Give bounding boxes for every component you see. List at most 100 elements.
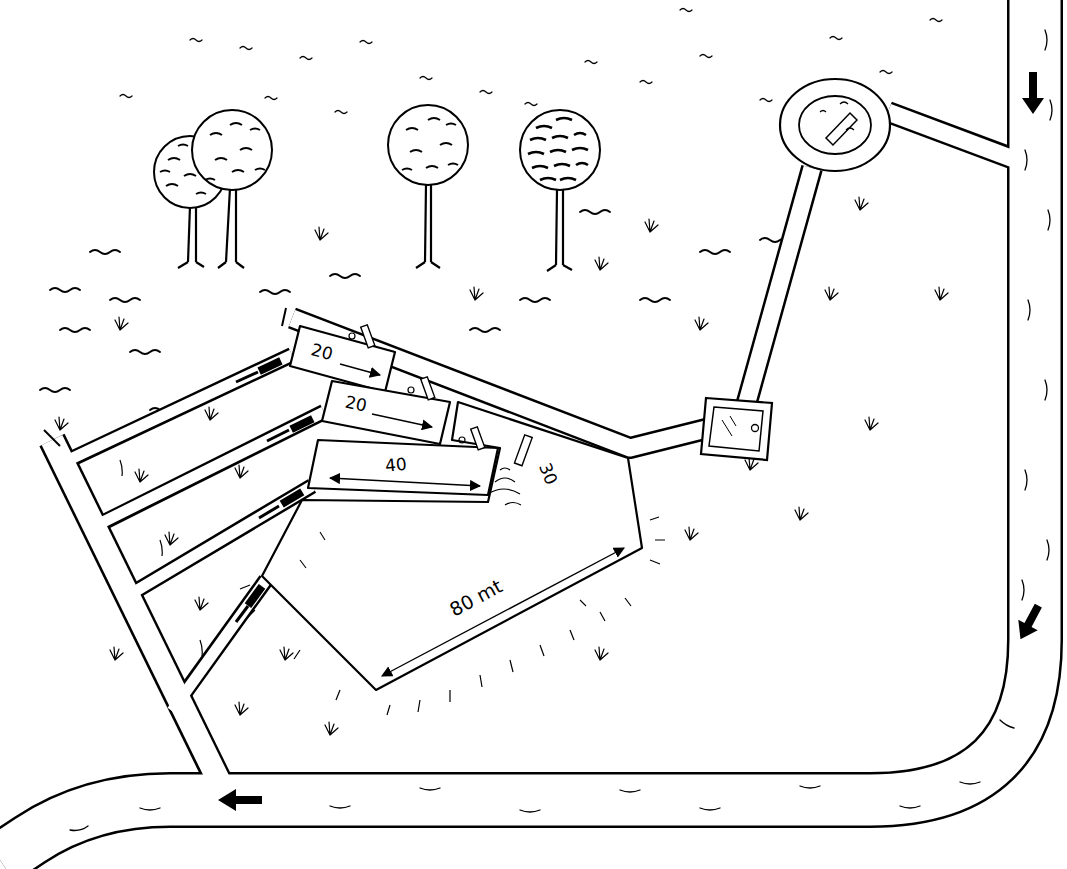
- grass-tuft: [855, 197, 868, 210]
- tree-canopy: [520, 110, 600, 190]
- supply-canal-end: [282, 308, 286, 326]
- inlet-pipe: [361, 325, 375, 348]
- sluice-valve: [752, 425, 759, 432]
- grass-dash: [640, 298, 670, 302]
- grass-tuft: [205, 407, 218, 420]
- pond-outline: [308, 440, 498, 495]
- sky-mark: [240, 47, 252, 50]
- sky-mark: [700, 55, 712, 58]
- pond: 20: [322, 381, 450, 444]
- pond-shape: [322, 381, 454, 448]
- settling-well-inner: [799, 96, 871, 154]
- grass-dash: [580, 210, 610, 214]
- grass-dash: [90, 250, 120, 254]
- water-ripple: [300, 532, 586, 606]
- pond-outline: [322, 381, 450, 444]
- grass-tuft: [470, 287, 483, 300]
- grass-tuft: [865, 417, 878, 430]
- intake-channel-water: [888, 112, 1040, 169]
- grass-tuft: [595, 257, 608, 270]
- sky-mark: [760, 99, 772, 102]
- sky-mark: [420, 77, 432, 80]
- grass-tuft: [235, 465, 248, 478]
- tree-canopy: [388, 105, 468, 185]
- pond-shape: [262, 402, 646, 694]
- canopy-scribble: [402, 118, 458, 170]
- inlet-valve: [408, 387, 414, 393]
- outlet-pipe: [289, 415, 314, 433]
- sluice-box-inner: [709, 407, 763, 451]
- grass-dash: [470, 328, 500, 332]
- pond-outline: [262, 402, 642, 690]
- sky-mark: [830, 37, 842, 40]
- sky-mark: [525, 103, 537, 106]
- inlet-valve: [459, 437, 465, 443]
- grass-dash: [700, 250, 730, 254]
- sky-mark: [335, 111, 347, 114]
- canopy-scribble: [528, 118, 588, 180]
- flow-arrow: [218, 789, 262, 811]
- grass-dash: [130, 350, 160, 354]
- grass-dash: [110, 298, 140, 302]
- grass-tuft: [165, 532, 178, 545]
- river-water: [0, 0, 1035, 860]
- inlet-pipe: [421, 377, 435, 400]
- outlet-pipe: [257, 357, 282, 374]
- grass-dash: [50, 288, 80, 292]
- grass-tuft: [595, 647, 608, 660]
- grass-tuft: [315, 227, 328, 240]
- grass-dash: [40, 388, 70, 392]
- canopy-scribble: [205, 123, 265, 180]
- flow-arrow: [1022, 72, 1044, 114]
- pond: 40: [308, 440, 498, 495]
- grass-tuft: [55, 417, 68, 430]
- grass-dash: [330, 274, 360, 278]
- grass-tuft: [115, 317, 128, 330]
- water-ripple: [488, 468, 521, 505]
- dimension-arrow: [382, 548, 624, 676]
- grass-tuft: [325, 722, 338, 735]
- dimension-arrow: [330, 478, 480, 486]
- grass-tuft: [195, 597, 208, 610]
- grass-tuft: [235, 702, 248, 715]
- settling-well-outer: [780, 79, 890, 171]
- grass-tuft: [795, 507, 808, 520]
- sky-mark: [585, 61, 597, 64]
- sluice-box-outer: [701, 398, 772, 460]
- water-wave: [722, 416, 736, 436]
- grass-tuft: [135, 469, 148, 482]
- sky-mark: [930, 19, 942, 22]
- tree-canopy: [192, 110, 272, 190]
- water-wave: [70, 30, 1052, 831]
- grass-tuft: [685, 527, 698, 540]
- grass-tuft: [825, 287, 838, 300]
- grass-tuft: [695, 317, 708, 330]
- water-wave: [120, 460, 202, 656]
- grass-dash: [260, 290, 290, 294]
- sky-mark: [190, 39, 202, 42]
- water-wave: [820, 102, 854, 130]
- sky-mark: [680, 9, 692, 12]
- river-outline: [0, 0, 1035, 860]
- dimension-arrow: [340, 364, 380, 375]
- inlet-pipe: [471, 427, 485, 450]
- tree-trunk: [547, 190, 572, 271]
- dimension-arrow: [372, 414, 432, 427]
- grass-tuft: [935, 287, 948, 300]
- pond: 3080 mt: [262, 402, 642, 690]
- sky-mark: [360, 41, 372, 44]
- inlet-pipe: [514, 435, 532, 466]
- dimension-label: 40: [384, 455, 407, 476]
- sky-mark: [640, 81, 652, 84]
- grass-tuft: [280, 647, 293, 660]
- sky-mark: [265, 97, 277, 100]
- sky-mark: [300, 57, 312, 60]
- grass-dash: [60, 328, 90, 332]
- grass-tuft: [110, 647, 123, 660]
- outlet-pipe: [245, 584, 266, 608]
- grass-dash: [520, 298, 550, 302]
- flow-arrow: [1011, 600, 1048, 644]
- grass-tuft: [645, 219, 658, 232]
